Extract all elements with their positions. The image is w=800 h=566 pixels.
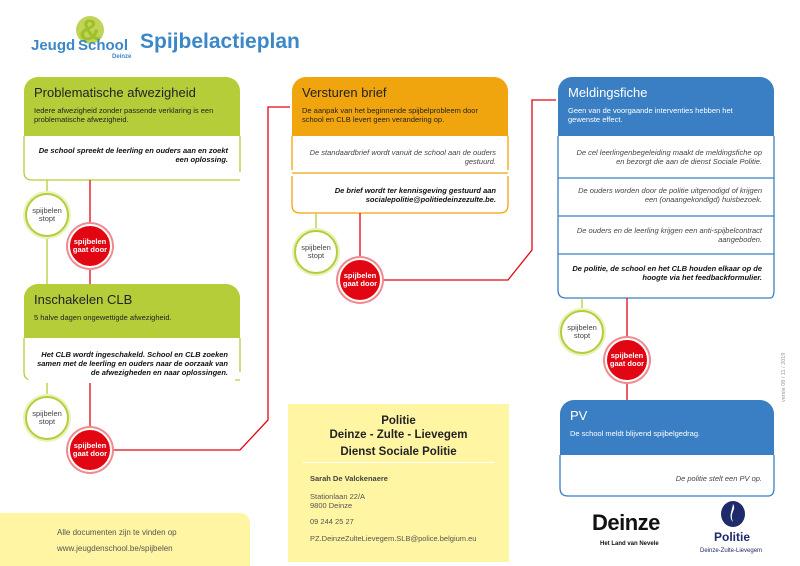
contact-phone: 09 244 25 27: [310, 517, 354, 526]
step-anti-spijbelcontract: De ouders en de leerling krijgen een ant…: [560, 220, 772, 250]
card-title: Inschakelen CLB: [34, 292, 133, 307]
step-pv-opstellen: De politie stelt een PV op.: [562, 468, 772, 489]
logo-deinze-text: Deinze: [112, 54, 132, 60]
card-description: Iedere afwezigheid zonder passende verkl…: [34, 106, 214, 124]
card-description: 5 halve dagen ongewettigde afwezigheid.: [34, 313, 172, 322]
card-description: De school meldt blijvend spijbelgedrag.: [570, 429, 701, 438]
page-title: Spijbelactieplan: [140, 30, 300, 53]
politie-logo-subtitle: Deinze-Zulte-Lievegem: [700, 548, 763, 554]
documenten-box: Alle documenten zijn te vinden op www.je…: [0, 513, 250, 566]
step-clb-ingeschakeld: Het CLB wordt ingeschakeld. School en CL…: [26, 344, 238, 383]
contact-title-politie: Politie: [381, 415, 416, 427]
contact-title-zone: Deinze - Zulte - Lievegem: [329, 429, 468, 441]
logo-ampersand-icon: & Jeugd School Deinze: [31, 14, 132, 60]
circle-spijbelen-gaat-door: spijbelen gaat door: [338, 258, 382, 302]
circle-spijbelen-stopt: spijbelen stopt: [294, 230, 338, 274]
contact-city: 9800 Deinze: [310, 501, 353, 510]
version-label: versie 08 / 11 / 2019: [781, 352, 787, 402]
card-title: Meldingsfiche: [568, 85, 648, 100]
card-inschakelen-clb: Inschakelen CLB 5 halve dagen ongewettig…: [24, 284, 240, 338]
politie-contact-box: Politie Deinze - Zulte - Lievegem Dienst…: [288, 404, 509, 562]
card-description: Geen van de voorgaande interventies hebb…: [568, 106, 733, 124]
step-huisbezoek: De ouders worden door de politie uitgeno…: [560, 180, 772, 210]
circle-spijbelen-gaat-door: spijbelen gaat door: [68, 428, 112, 472]
docs-link[interactable]: www.jeugdenschool.be/spijbelen: [57, 544, 173, 553]
card-title: Problematische afwezigheid: [34, 85, 196, 100]
circle-spijbelen-stopt: spijbelen stopt: [25, 396, 69, 440]
jeugd-en-school-logo: & Jeugd School Deinze: [28, 10, 138, 60]
contact-street: Stationlaan 22/A: [310, 492, 366, 501]
logo-school-text: School: [78, 37, 128, 54]
card-title: PV: [570, 408, 588, 423]
circle-spijbelen-stopt: spijbelen stopt: [25, 193, 69, 237]
docs-line1: Alle documenten zijn te vinden op: [57, 528, 177, 537]
logo-amp-text: &: [79, 14, 101, 47]
step-school-spreekt-aan: De school spreekt de leerling en ouders …: [26, 140, 238, 170]
circle-spijbelen-gaat-door: spijbelen gaat door: [605, 338, 649, 382]
step-standaardbrief: De standaardbrief wordt vanuit de school…: [294, 142, 506, 172]
step-brief-kennisgeving: De brief wordt ter kennisgeving gestuurd…: [294, 180, 506, 210]
deinze-logo: Deinze: [592, 510, 660, 535]
politie-logo: Politie: [714, 530, 751, 544]
circle-spijbelen-gaat-door: spijbelen gaat door: [68, 224, 112, 268]
contact-name: Sarah De Valckenaere: [310, 474, 388, 483]
circle-spijbelen-stopt: spijbelen stopt: [560, 310, 604, 354]
step-meldingsfiche-opmaken: De cel leerlingenbegeleiding maakt de me…: [560, 142, 772, 172]
card-problematische-afwezigheid: Problematische afwezigheid Iedere afwezi…: [24, 77, 240, 136]
card-meldingsfiche: Meldingsfiche Geen van de voorgaande int…: [558, 77, 774, 136]
card-versturen-brief: Versturen brief De aanpak van het beginn…: [292, 77, 508, 136]
deinze-logo-subtitle: Het Land van Nevele: [600, 541, 659, 547]
card-pv: PV De school meldt blijvend spijbelgedra…: [560, 400, 774, 455]
card-description: De aanpak van het beginnende spijbelprob…: [302, 106, 478, 124]
contact-title-dienst: Dienst Sociale Politie: [340, 446, 457, 458]
step-feedbackformulier: De politie, de school en het CLB houden …: [560, 258, 772, 288]
logo-jeugd-text: Jeugd: [31, 37, 75, 54]
contact-divider: [302, 462, 495, 463]
politie-flame-icon: [721, 501, 745, 527]
card-title: Versturen brief: [302, 85, 387, 100]
contact-email[interactable]: PZ.DeinzeZulteLievegem.SLB@police.belgiu…: [310, 534, 477, 543]
